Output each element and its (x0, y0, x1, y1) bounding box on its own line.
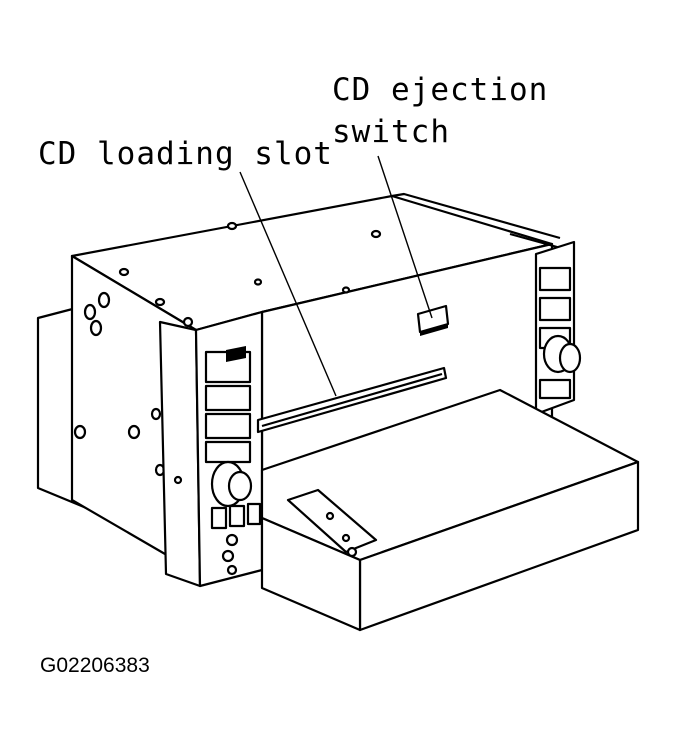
right-side-controls (534, 240, 582, 416)
leader-lines (239, 155, 433, 397)
cd-tray-drawer (260, 388, 640, 632)
cd-loading-slot-label: CD loading slot (38, 136, 333, 172)
cd-ejection-switch-label-line1: CD ejection (332, 72, 549, 108)
right-knob-icon (542, 334, 582, 374)
top-face-holes (118, 221, 382, 307)
front-faceplate (158, 310, 264, 588)
slot-leader-line (239, 171, 337, 397)
cd-loading-slot (256, 366, 448, 434)
cd-ejection-switch (416, 304, 450, 336)
cd-ejection-switch-label-line2: switch (332, 114, 450, 150)
switch-leader-line (377, 155, 433, 319)
figure-id: G02206383 (40, 654, 150, 677)
left-knob-icon (210, 460, 253, 508)
side-face-holes (73, 291, 166, 477)
